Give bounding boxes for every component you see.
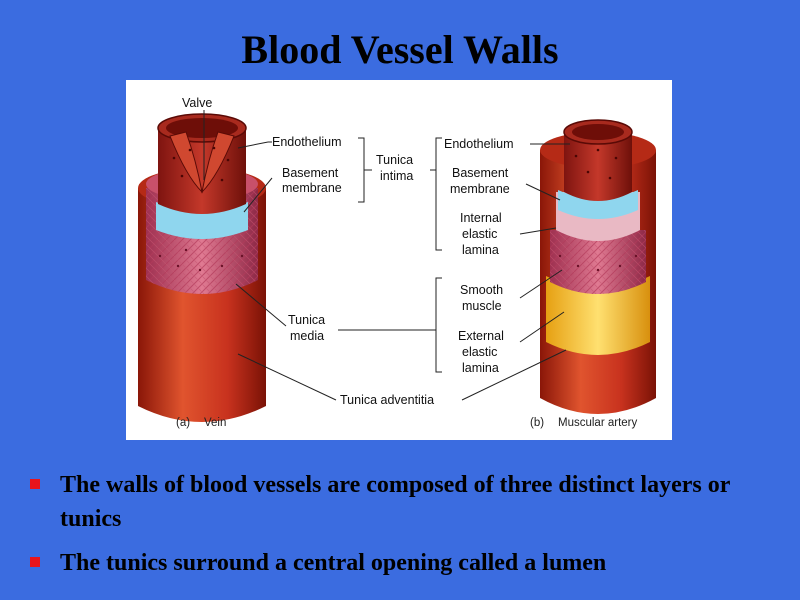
artery-illustration bbox=[540, 119, 656, 414]
label-basement-left-1: Basement bbox=[282, 166, 339, 180]
slide-title: Blood Vessel Walls bbox=[241, 27, 559, 72]
label-basement-right-2: membrane bbox=[450, 182, 510, 196]
bullet-item: The walls of blood vessels are composed … bbox=[28, 468, 788, 536]
leader-lines bbox=[203, 110, 570, 401]
label-smooth-muscle-2: muscle bbox=[462, 299, 502, 313]
caption-a-text: Vein bbox=[204, 417, 226, 429]
label-internal-elastic-1: Internal bbox=[460, 211, 502, 225]
label-tunica-intima-1: Tunica bbox=[376, 153, 413, 167]
label-tunica-intima-2: intima bbox=[380, 169, 413, 183]
bullet-item: The tunics surround a central opening ca… bbox=[28, 546, 788, 580]
label-valve: Valve bbox=[182, 96, 212, 110]
label-basement-left-2: membrane bbox=[282, 181, 342, 195]
label-external-elastic-1: External bbox=[458, 329, 504, 343]
label-tunica-media-2: media bbox=[290, 329, 324, 343]
bullet-list: The walls of blood vessels are composed … bbox=[28, 468, 788, 590]
label-tunica-adventitia: Tunica adventitia bbox=[340, 393, 434, 407]
label-external-elastic-3: lamina bbox=[462, 361, 499, 375]
label-internal-elastic-3: lamina bbox=[462, 243, 499, 257]
diagram-svg: Valve Endothelium Basement membrane Tuni… bbox=[138, 96, 656, 429]
label-external-elastic-2: elastic bbox=[462, 345, 497, 359]
bullet-text: The tunics surround a central opening ca… bbox=[60, 550, 607, 576]
label-basement-right-1: Basement bbox=[452, 166, 509, 180]
bullet-text: The walls of blood vessels are composed … bbox=[60, 472, 730, 532]
label-endothelium-left: Endothelium bbox=[272, 135, 342, 149]
caption-b-letter: (b) bbox=[530, 417, 544, 429]
label-smooth-muscle-1: Smooth bbox=[460, 283, 503, 297]
blood-vessel-diagram: Valve Endothelium Basement membrane Tuni… bbox=[126, 80, 672, 440]
label-endothelium-right: Endothelium bbox=[444, 137, 514, 151]
square-bullet-icon bbox=[30, 479, 40, 489]
caption-a-letter: (a) bbox=[176, 417, 190, 429]
caption-b-text: Muscular artery bbox=[558, 417, 637, 429]
square-bullet-icon bbox=[30, 557, 40, 567]
vein-illustration bbox=[138, 113, 266, 422]
label-tunica-media-1: Tunica bbox=[288, 313, 325, 327]
label-internal-elastic-2: elastic bbox=[462, 227, 497, 241]
